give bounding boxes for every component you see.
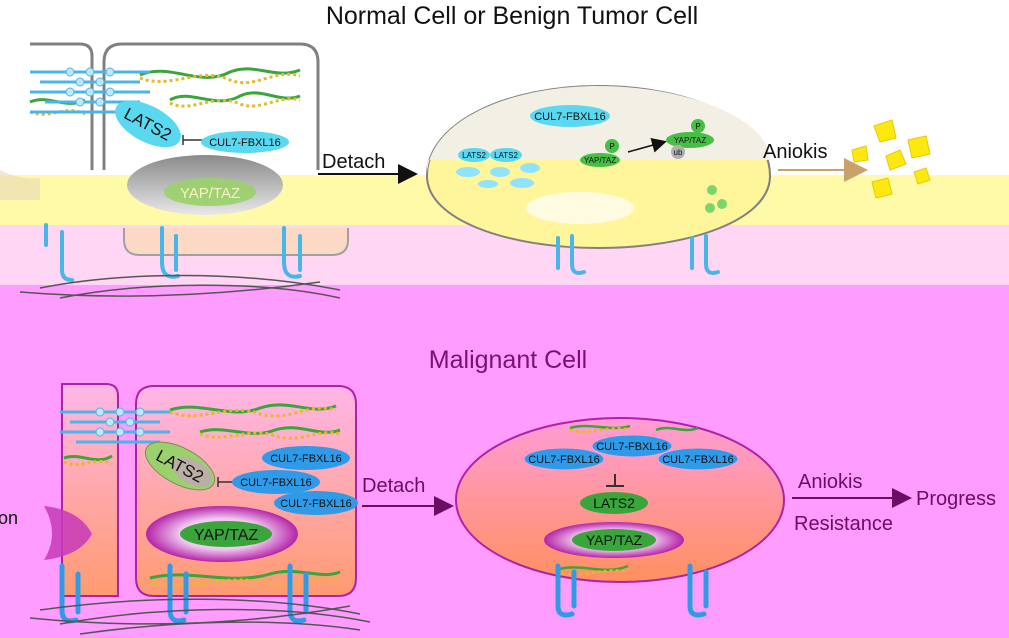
bottom-panel: Malignant Cell on LATS2 — [0, 346, 996, 635]
mal-cul7-1 — [262, 446, 350, 470]
junction-beads-top — [65, 67, 115, 107]
left-neighbor-cell — [0, 170, 40, 200]
left-edge-text: on — [0, 508, 18, 528]
anoikis-label-bottom: Aniokis — [798, 471, 862, 493]
cul7-oval — [201, 131, 289, 153]
resistance-label: Resistance — [794, 513, 893, 535]
phospho-arrow — [627, 137, 667, 153]
top-left-cell-outline — [30, 42, 94, 170]
phospho-p-2-label: P — [695, 122, 700, 131]
degradation-dots — [705, 185, 727, 213]
yap-taz-label: YAP/TAZ — [180, 185, 240, 202]
cell-junctions-bottom — [60, 410, 170, 444]
round-mal-fibers — [555, 424, 699, 576]
anoikis-label-top: Aniokis — [763, 141, 827, 163]
top-title: Normal Cell or Benign Tumor Cell — [326, 2, 698, 30]
top-panel: Normal Cell or Benign Tumor Cell — [0, 2, 931, 299]
bottom-title: Malignant Cell — [429, 346, 587, 374]
ecm-fibers-top — [19, 274, 341, 299]
integrins-top — [44, 223, 302, 282]
mal-cul7-3 — [274, 491, 358, 515]
round-cul7-oval — [530, 105, 610, 127]
phospho-p-2 — [691, 119, 705, 133]
top-right-cell-bottom — [123, 228, 349, 256]
mal-left-nucleus — [44, 506, 92, 560]
ubiquitin-label: ub — [674, 148, 683, 157]
mal-cul7-1-label: CUL7-FBXL16 — [270, 453, 342, 465]
round-yap-taz-small-label: YAP/TAZ — [584, 156, 616, 165]
progress-label: Progress — [916, 488, 996, 510]
mal-cul7-3-label: CUL7-FBXL16 — [280, 498, 352, 510]
round-lats2-label: LATS2 — [593, 495, 635, 511]
round-lats2-oval — [580, 492, 648, 514]
round-cul7-top — [591, 434, 673, 458]
round-cul7-left-label: CUL7-FBXL16 — [528, 454, 600, 466]
round-yap-taz-target — [666, 132, 714, 148]
detach-label-bottom: Detach — [362, 475, 425, 497]
detach-label-top: Detach — [322, 151, 385, 173]
phospho-p-1-label: P — [609, 142, 614, 151]
round-yap-taz-target-label: YAP/TAZ — [674, 136, 706, 145]
lats2-oval — [115, 100, 181, 148]
round-cul7-right — [657, 447, 739, 471]
mal-cul7-2-label: CUL7-FBXL16 — [240, 477, 312, 489]
yap-taz-oval — [164, 178, 256, 206]
phospho-p-1 — [605, 139, 619, 153]
mal-left-cell — [61, 383, 119, 597]
ubiquitin — [671, 145, 685, 159]
round-yap-taz-label: YAP/TAZ — [586, 532, 643, 548]
round-cul7-top-label: CUL7-FBXL16 — [596, 441, 668, 453]
round-lats2-b-label: LATS2 — [494, 151, 518, 160]
actin-fibers-bottom — [63, 403, 341, 587]
mal-yap-taz-label: YAP/TAZ — [194, 527, 259, 544]
round-cul7-label: CUL7-FBXL16 — [534, 111, 606, 123]
mal-cul7-2 — [232, 470, 320, 494]
mal-lats2-shade — [171, 457, 213, 487]
round-cul7-right-label: CUL7-FBXL16 — [662, 454, 734, 466]
round-lats2-a-label: LATS2 — [462, 151, 486, 160]
ecm-fibers-bottom — [29, 598, 371, 635]
round-lats2-b — [490, 148, 522, 162]
junction-beads-bottom — [95, 407, 145, 437]
round-cell-inner-void — [526, 192, 634, 224]
integrins-round-top — [556, 234, 720, 275]
round-fragments — [456, 163, 540, 188]
round-lats2-a — [458, 148, 490, 162]
round-yap-taz-small — [580, 153, 620, 167]
top-right-cell-outline — [102, 42, 320, 170]
round-cul7-left — [523, 447, 605, 471]
apoptotic-fragments — [851, 119, 931, 199]
mal-yap-taz-oval — [180, 521, 272, 547]
round-yap-taz-oval — [572, 529, 656, 551]
cul7-label: CUL7-FBXL16 — [209, 137, 281, 149]
integrins-round-bottom — [555, 563, 709, 618]
